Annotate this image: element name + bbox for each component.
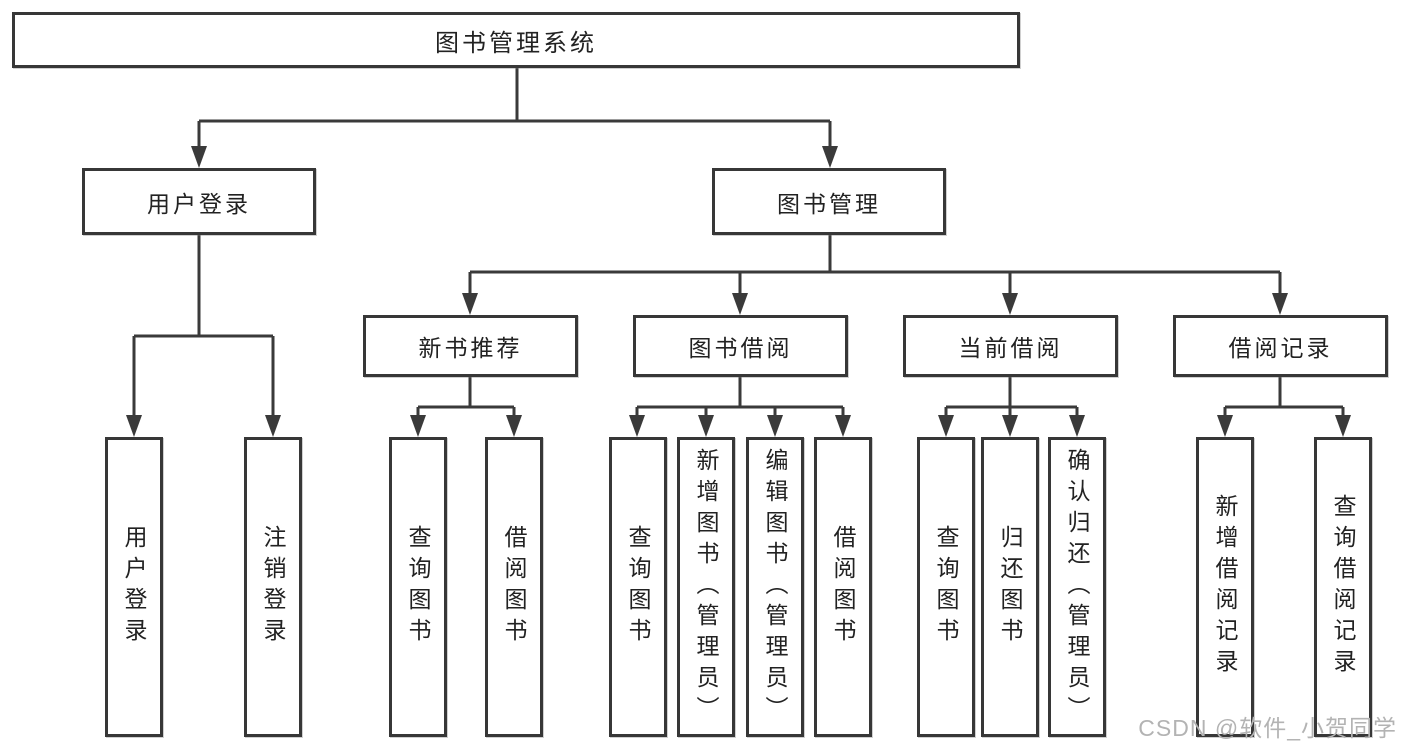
node-label: 用户登录 <box>121 525 147 649</box>
node-label: 查询图书 <box>933 525 959 649</box>
node-label: 借阅记录 <box>1228 335 1333 361</box>
node-book-management: 图书管理 <box>712 168 946 235</box>
node-label: 用户登录 <box>147 190 251 217</box>
node-user-login: 用户登录 <box>82 168 316 235</box>
node-label: 查询图书 <box>625 525 651 649</box>
node-label: 当前借阅 <box>958 335 1063 361</box>
node-borrowing-records: 借阅记录 <box>1173 315 1388 377</box>
node-current-borrowing: 当前借阅 <box>903 315 1118 377</box>
leaf-query-books-borrowing: 查询图书 <box>609 437 667 737</box>
node-label: 查询图书 <box>405 525 431 649</box>
leaf-return-books: 归还图书 <box>981 437 1039 737</box>
node-book-borrowing: 图书借阅 <box>633 315 848 377</box>
node-label: 归还图书 <box>997 525 1023 649</box>
leaf-query-books-recommend: 查询图书 <box>389 437 447 737</box>
leaf-edit-books-admin: 编辑图书（管理员） <box>746 437 804 737</box>
leaf-logout: 注销登录 <box>244 437 302 737</box>
leaf-add-borrow-record: 新增借阅记录 <box>1196 437 1254 737</box>
leaf-borrow-books-recommend: 借阅图书 <box>485 437 543 737</box>
node-label: 新书推荐 <box>418 335 523 361</box>
node-label: 注销登录 <box>260 525 286 649</box>
leaf-confirm-return-admin: 确认归还（管理员） <box>1048 437 1106 737</box>
node-label: 图书管理 <box>777 190 881 217</box>
leaf-add-books-admin: 新增图书（管理员） <box>677 437 735 737</box>
csdn-watermark: CSDN @软件_小贺同学 <box>1138 715 1397 741</box>
leaf-query-borrow-record: 查询借阅记录 <box>1314 437 1372 737</box>
leaf-user-login: 用户登录 <box>105 437 163 737</box>
leaf-query-books-current: 查询图书 <box>917 437 975 737</box>
node-label: 查询借阅记录 <box>1330 494 1356 680</box>
node-new-book-recommendation: 新书推荐 <box>363 315 578 377</box>
node-label: 图书管理系统 <box>435 29 597 57</box>
node-label: 新增图书（管理员） <box>693 447 719 727</box>
node-label: 新增借阅记录 <box>1212 494 1238 680</box>
leaf-borrow-books-borrowing: 借阅图书 <box>814 437 872 737</box>
node-label: 图书借阅 <box>688 335 793 361</box>
node-label: 借阅图书 <box>501 525 527 649</box>
node-library-management-system: 图书管理系统 <box>12 12 1020 68</box>
node-label: 借阅图书 <box>830 525 856 649</box>
node-label: 编辑图书（管理员） <box>762 447 788 727</box>
node-label: 确认归还（管理员） <box>1064 447 1090 727</box>
